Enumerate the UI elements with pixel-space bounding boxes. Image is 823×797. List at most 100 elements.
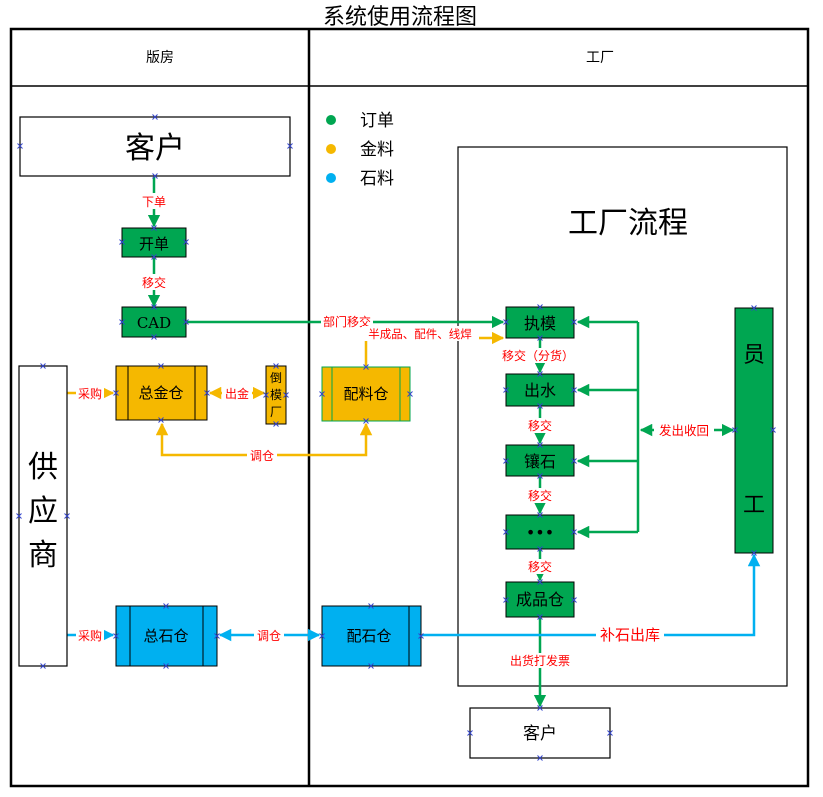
node-mold-char-2: 模 [270, 388, 282, 402]
legend-dot-order [326, 115, 336, 125]
connection-handle [503, 387, 509, 393]
connection-handle [158, 363, 164, 369]
connection-handle [503, 529, 509, 535]
node-setting-label: 镶石 [524, 452, 556, 471]
legend-label-stone: 石料 [360, 169, 394, 189]
node-customer-top-label: 客户 [125, 131, 185, 166]
connection-handle [152, 114, 158, 120]
connection-handle [283, 392, 289, 398]
node-stone-warehouse-label: 总石仓 [143, 627, 188, 645]
label-replenish-stone: 补石出库 [600, 626, 660, 644]
label-ship-invoice: 出货打发票 [510, 653, 570, 668]
node-stone-dispatch-label: 配石仓 [346, 627, 391, 645]
connection-handle [751, 550, 757, 556]
connection-handle [368, 603, 374, 609]
connection-handle [537, 546, 543, 552]
node-open-order-label: 开单 [139, 235, 169, 253]
connection-handle [151, 254, 157, 260]
node-material-warehouse-label: 配料仓 [343, 385, 388, 403]
label-transfer-setting: 移交 [528, 488, 552, 503]
node-customer-bottom[interactable] [469, 707, 611, 759]
node-cad[interactable] [121, 306, 187, 338]
label-transfer-stone: 调仓 [257, 629, 281, 643]
node-execute-mold-label: 执模 [524, 314, 556, 333]
connection-handle [319, 633, 325, 639]
node-more-steps-label: ••• [526, 523, 554, 542]
node-employee-char-1: 员 [743, 343, 765, 368]
connection-handle [151, 304, 157, 310]
connection-handle [273, 363, 279, 369]
node-supplier-char-1: 供 [28, 450, 58, 485]
connection-handle [537, 512, 543, 518]
node-cad-label: CAD [137, 314, 171, 332]
connection-handle [467, 730, 473, 736]
connection-handle [537, 335, 543, 341]
connection-handle [537, 442, 543, 448]
node-mold-char-3: 厂 [270, 405, 282, 419]
node-open-order[interactable] [121, 227, 187, 258]
node-execute-mold[interactable] [505, 306, 575, 339]
label-purchase-stone: 采购 [78, 628, 102, 643]
node-customer-top[interactable] [19, 116, 291, 177]
connection-handle [119, 239, 125, 245]
connection-handle [163, 603, 169, 609]
connection-handle [537, 755, 543, 761]
connection-handle [163, 663, 169, 669]
connection-handle [363, 364, 369, 370]
connection-handle [204, 390, 210, 396]
swimlane-frame [9, 27, 810, 788]
connection-handle [503, 597, 509, 603]
connection-handle [64, 513, 70, 519]
connection-handle [151, 334, 157, 340]
label-purchase-gold: 采购 [78, 386, 102, 401]
connection-handle [537, 371, 543, 377]
connection-handle [537, 614, 543, 620]
connection-handle [16, 513, 22, 519]
legend-dot-stone [326, 173, 336, 183]
connection-handle [263, 392, 269, 398]
factory-flow-title: 工厂流程 [568, 206, 688, 241]
label-place-order: 下单 [142, 195, 166, 209]
connection-handle [40, 663, 46, 669]
node-mold-char-1: 倒 [270, 371, 282, 385]
connection-handle [537, 403, 543, 409]
connection-handle [537, 473, 543, 479]
connection-handle [214, 633, 220, 639]
diagram-title: 系统使用流程图 [323, 5, 477, 30]
legend-label-gold: 金料 [360, 140, 394, 160]
connection-handle [151, 225, 157, 231]
connection-handle [571, 597, 577, 603]
label-gold-out: 出金 [225, 386, 249, 401]
label-transfer-gold: 调仓 [250, 449, 274, 463]
connection-handle [418, 633, 424, 639]
connection-handle [770, 427, 776, 433]
connection-handle [571, 529, 577, 535]
node-stone-warehouse[interactable] [115, 605, 218, 667]
connection-handle [751, 305, 757, 311]
legend: 订单 金料 石料 [326, 111, 394, 189]
connection-handle [537, 304, 543, 310]
connection-handle [732, 427, 738, 433]
node-employee-char-2: 工 [743, 493, 765, 518]
node-setting[interactable] [505, 444, 575, 477]
connection-handle [607, 730, 613, 736]
connection-handle [113, 633, 119, 639]
label-semi-products: 半成品、配件、线焊 [368, 327, 472, 341]
connection-handle [17, 143, 23, 149]
node-customer-bottom-label: 客户 [523, 724, 557, 744]
connection-handle [319, 391, 325, 397]
connection-handle [183, 319, 189, 325]
connection-handle [571, 319, 577, 325]
node-supplier-char-2: 应 [28, 494, 58, 529]
legend-label-order: 订单 [360, 111, 394, 131]
connection-handle [119, 319, 125, 325]
label-transfer-split: 移交（分货） [502, 348, 574, 363]
factory-flow-container [457, 146, 788, 687]
node-water-out-label: 出水 [524, 381, 556, 400]
connection-handle [363, 418, 369, 424]
connection-handle [571, 387, 577, 393]
label-dispatch-return: 发出收回 [659, 423, 709, 438]
connection-handle [158, 417, 164, 423]
label-transfer-more: 移交 [528, 559, 552, 574]
